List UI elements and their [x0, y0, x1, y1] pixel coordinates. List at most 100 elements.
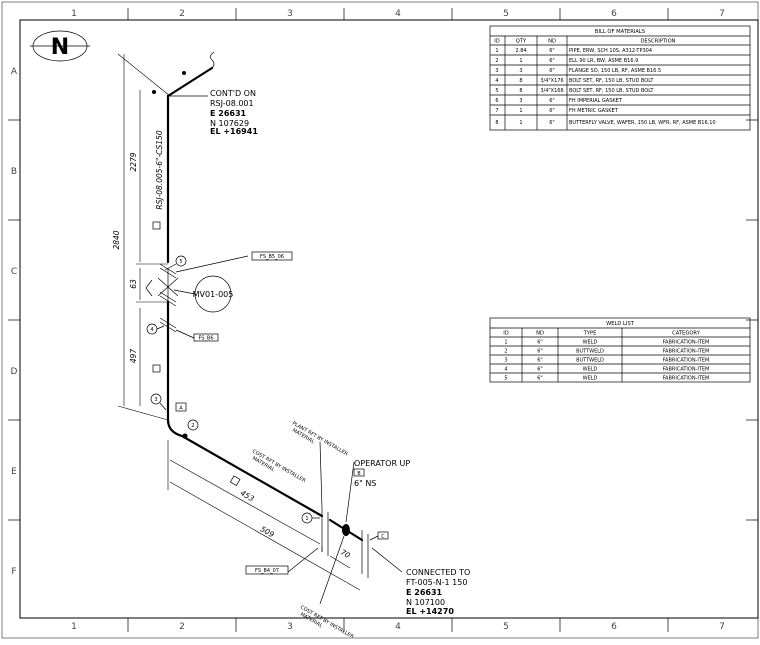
bom-cell: FH METRIC GASKET: [569, 108, 619, 114]
zone-row-a: A: [11, 67, 18, 77]
zone-col-1-bottom: 1: [71, 622, 77, 632]
dim-497: 497: [129, 349, 138, 364]
support-icon: [152, 221, 161, 230]
callout-4-label: 4: [150, 327, 153, 333]
operator-tag: B: [357, 471, 361, 477]
bom-cell: 1: [519, 120, 522, 126]
operator-note: OPERATOR UP B 6" NS: [345, 459, 410, 523]
zone-col-4: 4: [395, 9, 401, 19]
weld-dot: [182, 433, 188, 439]
weld-cell: FABRICATION-ITEM: [663, 376, 710, 382]
bom-cell: 6": [549, 68, 554, 74]
bom-cell: 8: [495, 120, 498, 126]
bom-cell: 7: [495, 108, 498, 114]
flag-bottom-label: FS_B4_07: [255, 568, 279, 574]
weld-col-nd: ND: [536, 331, 544, 337]
weld-cell: 6": [537, 367, 542, 373]
weld-cell: 6": [537, 376, 542, 382]
contd-line2: RSJ-08.001: [210, 99, 254, 108]
bom-col-nd: ND: [548, 39, 556, 45]
callout-2-label: 2: [191, 423, 194, 429]
bom-cell: PIPE, ERW, SCH 10S, A312-TP304: [569, 48, 652, 54]
bom-cell: 6": [549, 120, 554, 126]
tag-a-box: [175, 402, 187, 412]
weld-cell: 1: [504, 340, 507, 346]
weld-cell: 3: [504, 358, 507, 364]
spec-note-2: PLANT RFT BY INSTALLER MATERIAL: [291, 421, 349, 509]
flag-top-label: FS_B5_06: [260, 254, 284, 260]
weld-col-category: CATEGORY: [672, 331, 701, 337]
operator-line1: OPERATOR UP: [354, 459, 410, 468]
weld-cell: 6": [537, 349, 542, 355]
weld-cell: FABRICATION-ITEM: [663, 358, 710, 364]
dim-63: 63: [129, 279, 138, 289]
dimension-lines: [117, 53, 361, 591]
bom-cell: 3: [519, 98, 522, 104]
contd-line4: N 107629: [210, 119, 249, 128]
bom-cell: 1: [495, 48, 498, 54]
weld-dot: [182, 71, 186, 75]
bom-cell: 6": [549, 98, 554, 104]
bom-cell: 1: [519, 58, 522, 64]
bom-cell: 3: [519, 68, 522, 74]
weld-title: WELD LIST: [606, 321, 635, 327]
zone-col-1: 1: [71, 9, 77, 19]
spec-note-1: COST RFT BY INSTALLER MATERIAL: [251, 449, 307, 485]
bom-cell: 4: [495, 78, 498, 84]
callout-5: [175, 255, 187, 267]
callout-2: [187, 419, 199, 431]
zone-row-f: F: [11, 567, 16, 577]
bom-col-qty: QTY: [516, 39, 527, 45]
bom-cell: 6: [495, 98, 498, 104]
spec-note-3-line1: COST RFT BY INSTALLER: [299, 605, 355, 640]
weld-cell: 6": [537, 358, 542, 364]
valve-tag-label: MV01-005: [193, 290, 234, 299]
bom-cell: 3/4"X166: [540, 88, 563, 94]
weld-cell: FABRICATION-ITEM: [663, 340, 710, 346]
north-letter: N: [51, 35, 69, 60]
flag-mid: FS_B6: [175, 329, 219, 342]
weld-cell: FABRICATION-ITEM: [663, 367, 710, 373]
pipe-segment-horizontal: [180, 434, 324, 518]
weld-cell: BUTTWELD: [576, 349, 604, 355]
zone-labels-bottom: 1 2 3 4 5 6 7: [71, 622, 725, 632]
callout-bubbles: 5 4 3 2 1: [146, 255, 320, 524]
connected-line2: FT-005-N-1 150: [406, 578, 467, 587]
weld-cell: 4: [504, 367, 507, 373]
callout-1-label: 1: [305, 516, 308, 522]
weld-cell: 6": [537, 340, 542, 346]
bom-cell: 3/4"X176: [540, 78, 563, 84]
tag-a: A: [179, 406, 183, 412]
spec-note-1-line1: COST RFT BY INSTALLER: [251, 449, 307, 485]
weld-cell: WELD: [583, 376, 598, 382]
callout-5-label: 5: [179, 259, 182, 265]
connected-line1: CONNECTED TO: [406, 568, 470, 577]
dim-2840: 2840: [112, 230, 121, 249]
bom-cell: ELL 90 LR, BW, ASME B16.9: [569, 58, 638, 64]
elbow: [166, 418, 184, 438]
drawing-border: [19, 19, 759, 619]
bom-title: BILL OF MATERIALS: [595, 29, 645, 35]
zone-col-2: 2: [179, 9, 185, 19]
zone-labels-top: 1 2 3 4 5 6 7: [71, 9, 725, 19]
bom-col-description: DESCRIPTION: [640, 39, 675, 45]
weld-cell: BUTTWELD: [576, 358, 604, 364]
zone-labels-left: A B C D E F: [11, 67, 18, 577]
connected-line3: E 26631: [406, 588, 443, 597]
dim-2279: 2279: [129, 152, 138, 171]
weld-list-table: WELD LIST ID ND TYPE CATEGORY 1 6" WELD …: [489, 317, 751, 383]
contd-line1: CONT'D ON: [210, 89, 256, 98]
bom-cell: FLANGE SO, 150 LB, RF, ASME B16.5: [569, 68, 661, 74]
bom-cell: 6": [549, 48, 554, 54]
flag-bottom: FS_B4_07: [245, 547, 319, 575]
weld-cell: 5: [504, 376, 507, 382]
connected-line5: EL +14270: [406, 607, 454, 616]
bom-cell: 6": [549, 58, 554, 64]
zone-row-e: E: [11, 467, 17, 477]
weld-cell: 2: [504, 349, 507, 355]
weld-dot: [344, 528, 348, 532]
contd-line5: EL +16941: [210, 127, 258, 136]
contd-on-note: CONT'D ON RSJ-08.001 E 26631 N 107629 EL…: [168, 89, 258, 136]
